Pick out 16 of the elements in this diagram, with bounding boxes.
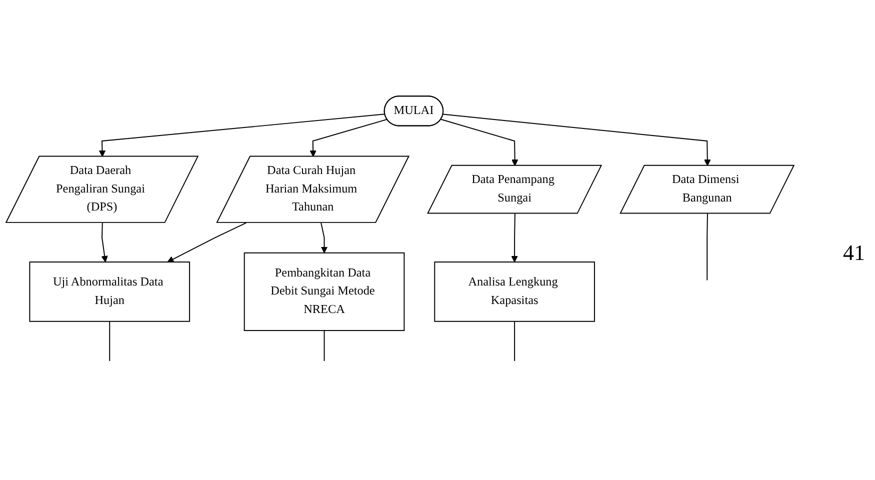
page-number: 41	[843, 240, 865, 266]
arrow	[440, 118, 518, 166]
arrow	[511, 213, 518, 262]
node-box: Pembangkitan Data Debit Sungai Metode NRECA	[244, 252, 405, 332]
arrow	[98, 114, 386, 157]
connector	[514, 320, 516, 362]
arrow	[310, 118, 388, 157]
arrow	[320, 222, 328, 254]
node-box: Analisa Lengkung Kapasitas	[434, 262, 595, 322]
connector	[109, 320, 110, 362]
connector	[706, 213, 708, 281]
arrow	[167, 222, 247, 262]
arrow	[101, 222, 108, 262]
arrow	[442, 114, 711, 166]
connector	[324, 330, 325, 362]
node-box: Uji Abnormalitas Data Hujan	[29, 262, 190, 322]
